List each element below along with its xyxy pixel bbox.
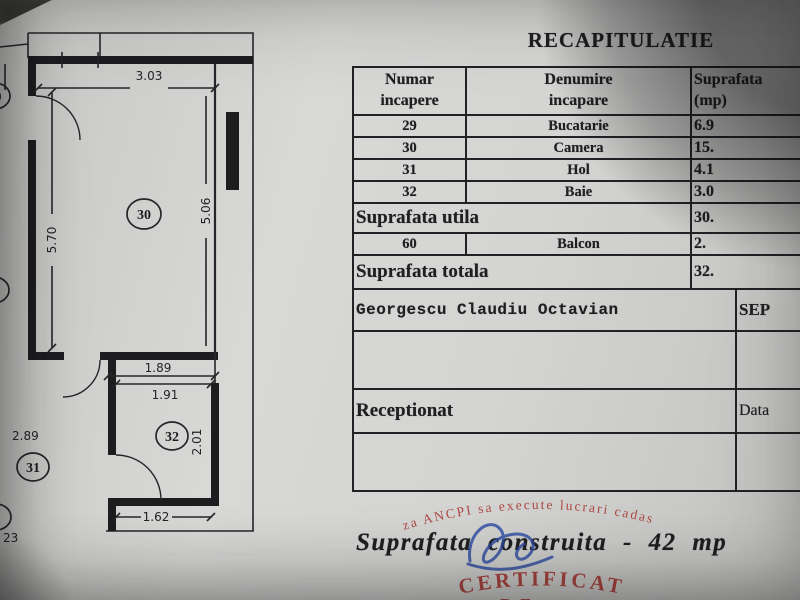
room-number-cell: 31 <box>352 158 467 182</box>
dimension-label: 1.89 <box>145 361 172 375</box>
reception-date-cell: Data <box>735 388 800 434</box>
owner-name-cell: Georgescu Claudiu Octavian <box>352 288 737 332</box>
dimension-label: 1.91 <box>152 388 179 402</box>
suprafata-totala-value: 32. <box>690 254 800 290</box>
certificat-stamp-text: CERTIFICAT <box>456 566 626 599</box>
round-stamp-arc-text: za ANCPI sa execute lucrari cadas <box>401 497 656 533</box>
col-header-numar-line1: Numar <box>385 71 434 89</box>
room-area-cell: 15. <box>690 136 800 160</box>
col-header-numar: Numar incapere <box>352 66 467 116</box>
suprafata-utila-value: 30. <box>690 202 800 234</box>
room-number-label-partial: 0 <box>0 90 2 105</box>
dimension-label: 3.03 <box>136 69 163 83</box>
table-row-balcon: 60 Balcon 2. <box>352 232 800 256</box>
col-header-numar-line2: incapere <box>380 92 439 109</box>
table-row: 32 Baie 3.0 <box>352 180 800 204</box>
owner-date-cell: SEP <box>735 288 800 332</box>
room-number-label: 30 <box>137 208 151 223</box>
receptionat-label-cell: Receptionat <box>352 388 737 434</box>
col-header-suprafata-line2: (mp) <box>694 92 727 109</box>
dimension-label: 23 <box>3 531 18 545</box>
reception-row: Receptionat Data <box>352 388 800 434</box>
suprafata-totala-label: Suprafata totala <box>352 254 692 290</box>
room-number-cell: 30 <box>352 136 467 160</box>
room-name-cell: Baie <box>465 180 692 204</box>
room-area-cell: 4.1 <box>690 158 800 182</box>
suprafata-utila-label: Suprafata utila <box>352 202 692 234</box>
dimension-label: 5.70 <box>45 227 59 254</box>
empty-cell <box>352 330 737 390</box>
room-area-cell: 3.0 <box>690 180 800 204</box>
suprafata-totala-row: Suprafata totala 32. <box>352 254 800 290</box>
table-row: 31 Hol 4.1 <box>352 158 800 182</box>
empty-cell <box>735 330 800 390</box>
room-area-cell: 2. <box>690 232 800 256</box>
empty-row <box>352 432 800 492</box>
room-name-cell: Bucatarie <box>465 114 692 138</box>
room-name-cell: Hol <box>465 158 692 182</box>
floor-plan: 3.03 5.70 5.06 1.89 1.91 2.01 2.89 <box>0 32 254 545</box>
dimension-label: 1.62 <box>143 510 170 524</box>
room-number-cell: 60 <box>352 232 467 256</box>
room-number-cell: 29 <box>352 114 467 138</box>
room-number-cell: 32 <box>352 180 467 204</box>
empty-cell <box>352 432 737 492</box>
recap-table: Numar incapere Denumire incapare Suprafa… <box>352 66 800 290</box>
empty-row <box>352 330 800 390</box>
room-area-cell: 6.9 <box>690 114 800 138</box>
table-row: 29 Bucatarie 6.9 <box>352 114 800 138</box>
suprafata-utila-row: Suprafata utila 30. <box>352 202 800 234</box>
floor-plan-walls <box>0 32 254 532</box>
empty-cell <box>735 432 800 492</box>
dimension-label: 2.89 <box>12 429 39 443</box>
stamp-bottom-text: DE <box>500 595 540 600</box>
col-header-suprafata-line1: Suprafata <box>694 71 763 89</box>
room-number-label-partial: 9 <box>0 284 1 299</box>
signature-table: Georgescu Claudiu Octavian SEP Reception… <box>352 288 800 492</box>
room-number-label: 32 <box>165 430 179 445</box>
col-header-denumire-line2: incapare <box>548 92 609 109</box>
col-header-denumire-line1: Denumire <box>544 71 613 89</box>
room-name-cell: Camera <box>465 136 692 160</box>
page-title: RECAPITULATIE <box>527 28 715 52</box>
room-name-cell: Balcon <box>465 232 692 256</box>
dimension-label: 5.06 <box>199 198 213 225</box>
col-header-denumire: Denumire incapare <box>465 66 692 116</box>
dimension-label: 2.01 <box>190 429 204 456</box>
owner-row: Georgescu Claudiu Octavian SEP <box>352 288 800 332</box>
col-header-suprafata: Suprafata (mp) <box>690 66 800 116</box>
table-row: 30 Camera 15. <box>352 136 800 160</box>
built-area-note: Suprafata construita - 42 mp <box>356 529 728 556</box>
room-number-label: 31 <box>26 461 40 476</box>
